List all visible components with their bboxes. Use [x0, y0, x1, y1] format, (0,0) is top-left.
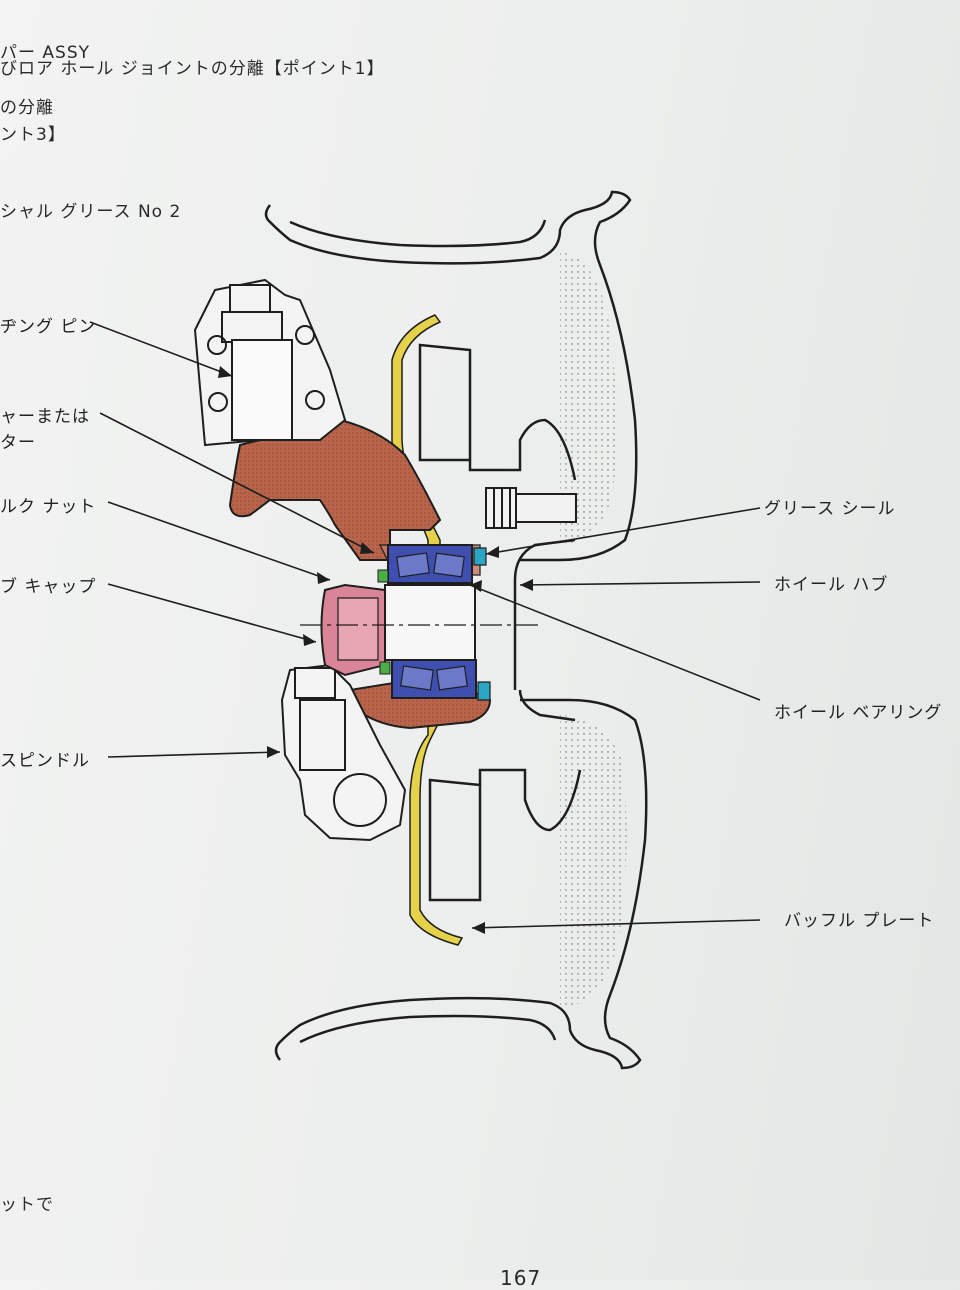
- label-baffle-plate: バッフル プレート: [784, 911, 935, 931]
- washer-marker-lower: [379, 661, 391, 675]
- wheel-rim-outline: [264, 190, 648, 1070]
- header-line-3: の分離: [0, 98, 54, 118]
- grease-note: シャル グリース No 2: [0, 202, 182, 222]
- wheel-bolt: [485, 487, 577, 529]
- leader-lines: [89, 321, 761, 929]
- header-line-2: びロア ホール ジョイントの分離【ポイント1】: [0, 59, 385, 79]
- washer-marker-upper: [377, 569, 389, 583]
- label-wheel-hub: ホイール ハブ: [774, 575, 889, 595]
- grease-seal-lower: [477, 681, 491, 701]
- label-hub-cap: ブ キャップ: [0, 577, 97, 597]
- label-steering-knuckle-pin: ヂング ピン: [0, 317, 97, 337]
- footer-note: ットで: [0, 1195, 54, 1215]
- header-line-1: パー ASSY: [0, 43, 90, 63]
- spindle-shaft: [384, 584, 476, 661]
- label-washer-line-2: ター: [0, 433, 36, 453]
- page-number: 167: [500, 1266, 542, 1290]
- rim-section-lower: [560, 715, 627, 1010]
- label-grease-seal: グリース シール: [764, 499, 896, 519]
- hub-body-outline: [418, 343, 582, 902]
- label-washer-line-1: ャーまたは: [0, 407, 90, 427]
- wheel-bearing-upper: [387, 544, 473, 584]
- header-line-4: ント3】: [0, 125, 66, 145]
- label-wheel-bearing: ホイール ベアリング: [774, 703, 943, 723]
- leader-arrowheads: [218, 366, 533, 934]
- wheel-bearing-lower: [391, 659, 477, 699]
- label-spindle: スピンドル: [0, 751, 90, 771]
- hub-cap-inner: [337, 597, 379, 661]
- kingpin-assembly: [193, 278, 347, 447]
- label-lock-nut: ルク ナット: [0, 497, 97, 517]
- grease-seal-upper: [473, 547, 487, 566]
- spindle-assembly: [280, 663, 407, 842]
